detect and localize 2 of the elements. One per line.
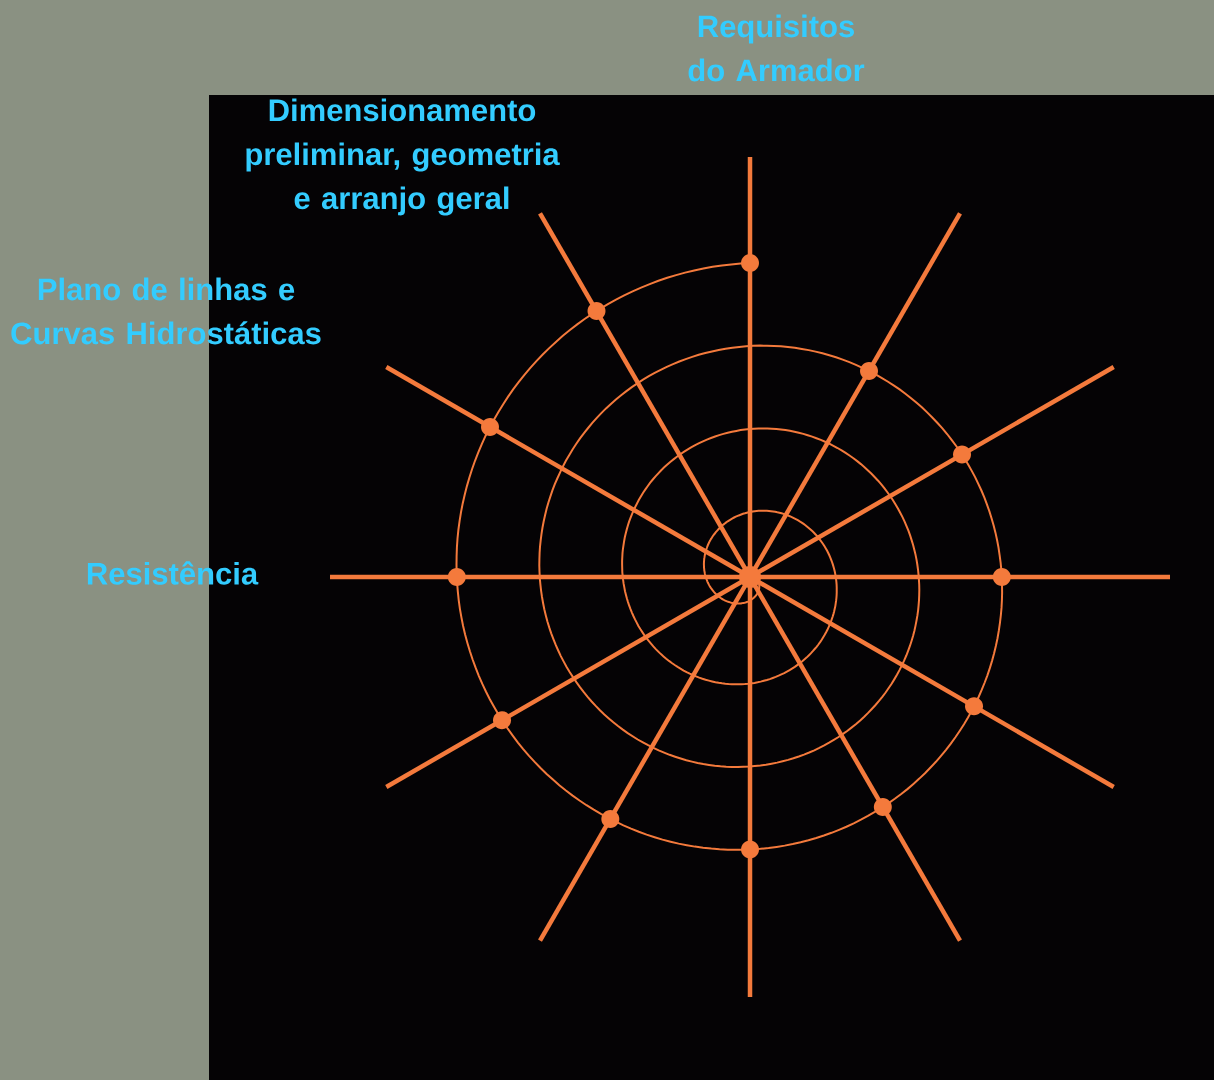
spoke-label: Requisitos do Armador [688, 14, 865, 82]
spoke-label: Dimensionamento preliminar, geometria e arranjo geral [246, 98, 560, 216]
